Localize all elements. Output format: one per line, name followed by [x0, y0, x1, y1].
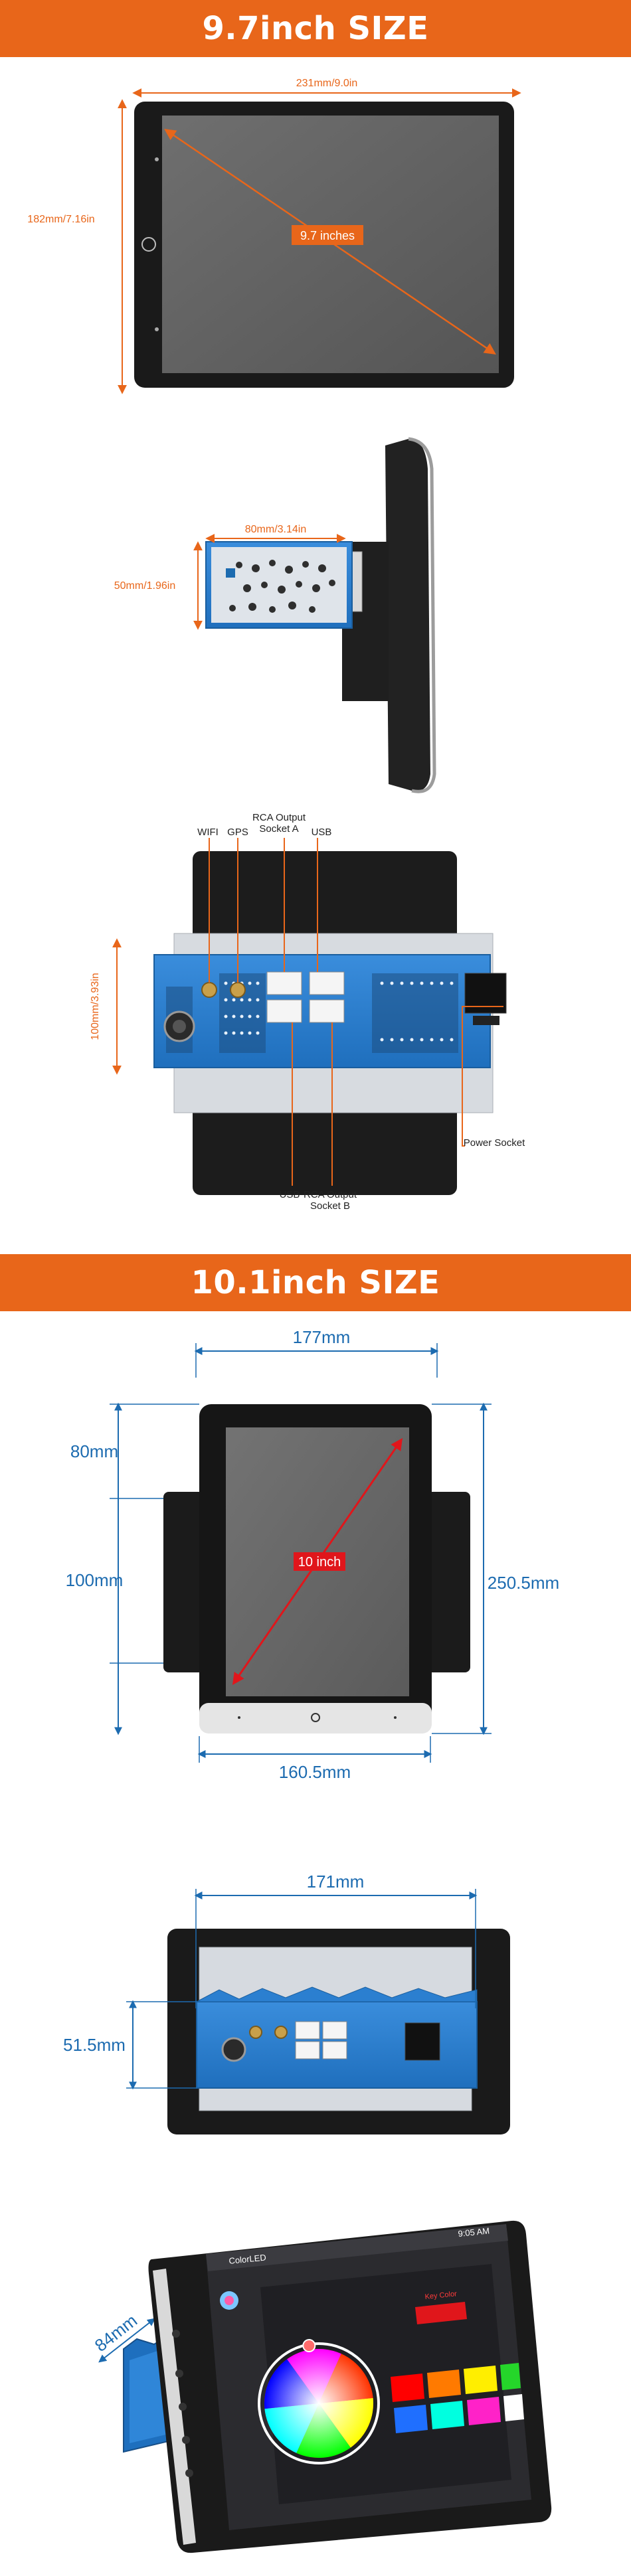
front-bezel-bottom — [199, 1703, 432, 1733]
grid-yellow[interactable] — [464, 2366, 497, 2394]
angled-left-strip — [153, 2269, 196, 2545]
usb-bottom-label: USB — [280, 1189, 300, 1200]
chassis-fins — [196, 1986, 478, 2002]
front-height-label: 182mm/7.16in — [27, 214, 94, 225]
grid-magenta[interactable] — [467, 2397, 501, 2425]
front-view-9-7: 231mm/9.0in 182mm/7.16in 9.7 inches — [27, 78, 521, 394]
usb-socket-bottom — [266, 999, 302, 1023]
diagonal-label-box-10-1 — [294, 1552, 345, 1571]
socket-10-1-a — [295, 2021, 320, 2040]
rca-b-label-line1: RCA Output — [304, 1189, 357, 1200]
antenna-connector-2 — [274, 2026, 288, 2039]
back-view-9-7: WIFI GPS RCA Output Socket A USB USB RCA… — [90, 812, 525, 1212]
total-height-label: 250.5mm — [488, 1573, 559, 1593]
wifi-antenna-connector — [201, 982, 217, 998]
side-connector — [226, 568, 235, 578]
antenna-connector-1 — [249, 2026, 262, 2039]
angled-vol-up-icon — [182, 2436, 190, 2444]
side-view-9-7: 80mm/3.14in 50mm/1.96in — [114, 437, 436, 793]
side-depth-label: 80mm/3.14in — [245, 524, 307, 535]
grid-cyan[interactable] — [430, 2401, 464, 2429]
grid-green[interactable] — [500, 2363, 521, 2390]
mic-icon — [155, 327, 159, 331]
status-time: 9:05 AM — [458, 2225, 490, 2239]
grid-white[interactable] — [503, 2394, 524, 2421]
diagonal-label-10-1: 10 inch — [298, 1555, 341, 1570]
side-height-label: 50mm/1.96in — [114, 580, 176, 592]
grid-red[interactable] — [391, 2374, 424, 2402]
power-callout-line — [462, 1006, 503, 1147]
rca-a-label-line2: Socket A — [259, 823, 298, 835]
angled-home-icon — [175, 2370, 183, 2377]
socket-10-1-c — [295, 2041, 320, 2059]
round-socket-10-1-icon — [221, 2037, 246, 2062]
side-screen-edge — [408, 437, 436, 793]
socket-10-1-d — [322, 2041, 347, 2059]
usb-round-socket-inner — [173, 1020, 186, 1033]
rca-b-label-line2: Socket B — [310, 1200, 350, 1212]
rca-socket-a — [266, 971, 302, 995]
app-logo-inner — [225, 2296, 234, 2305]
angled-view-10-1: 84mm ColorLED 9:05 AM — [91, 2220, 552, 2553]
section-title-9-7: 9.7inch SIZE — [0, 0, 631, 57]
back-vent-dots — [224, 981, 454, 1042]
back-view-10-1: 171mm 51.5mm — [63, 1872, 510, 2134]
bezel-dot-right — [394, 1716, 397, 1719]
back-vent-grid — [166, 973, 458, 1053]
usb-socket-top — [309, 971, 345, 995]
socket-10-1-b — [322, 2021, 347, 2040]
diagram-10-1: 177mm 10 inch 80mm 100mm 250.5mm — [63, 1327, 560, 2553]
gps-antenna-connector — [230, 982, 246, 998]
diagram-9-7: 231mm/9.0in 182mm/7.16in 9.7 inches — [27, 78, 525, 1212]
status-app-name: ColorLED — [228, 2252, 267, 2266]
grid-orange[interactable] — [427, 2370, 461, 2398]
diagonal-label-box — [292, 225, 363, 245]
wifi-label: WIFI — [197, 827, 219, 838]
sensor-icon — [155, 157, 159, 161]
diagonal-label: 9.7 inches — [300, 229, 355, 242]
power-socket-10-1 — [405, 2022, 440, 2061]
angled-back-icon — [179, 2403, 187, 2411]
wheel-knob[interactable] — [302, 2339, 316, 2353]
side-screen-body — [385, 438, 430, 791]
key-color-label: Key Color — [424, 2290, 458, 2301]
front-width-label: 231mm/9.0in — [296, 78, 358, 89]
wheel-white-center — [264, 2349, 373, 2458]
gps-label: GPS — [227, 827, 248, 838]
power-socket-clip — [473, 1016, 499, 1025]
angled-depth-line — [98, 2318, 155, 2363]
power-socket-label: Power Socket — [464, 1137, 525, 1149]
rca-a-label-line1: RCA Output — [252, 812, 306, 823]
top-width-label: 177mm — [293, 1327, 351, 1347]
usb-top-label: USB — [312, 827, 332, 838]
color-grid — [391, 2363, 524, 2433]
lower-height-label: 100mm — [66, 1570, 124, 1590]
right-bracket — [425, 1492, 470, 1672]
back-width-label-10-1: 171mm — [307, 1872, 365, 1892]
angled-status-bar — [206, 2224, 508, 2271]
section-10-1: 177mm 10 inch 80mm 100mm 250.5mm — [0, 1311, 631, 2576]
key-color-swatch — [415, 2302, 467, 2324]
section-title-10-1: 10.1inch SIZE — [0, 1254, 631, 1311]
back-height-label-10-1: 51.5mm — [63, 2035, 126, 2055]
front-view-10-1: 177mm 10 inch 80mm 100mm 250.5mm — [66, 1327, 560, 1782]
home-button-icon — [141, 237, 156, 252]
angled-vol-down-icon — [185, 2469, 193, 2477]
bottom-width-label: 160.5mm — [279, 1762, 351, 1782]
upper-height-label: 80mm — [70, 1441, 118, 1461]
home-button-icon-10-1 — [311, 1713, 320, 1722]
back-height-label: 100mm/3.93in — [90, 973, 101, 1040]
side-vent-holes — [229, 560, 335, 613]
color-wheel[interactable] — [253, 2334, 385, 2469]
rca-socket-b — [309, 999, 345, 1023]
section-9-7: 231mm/9.0in 182mm/7.16in 9.7 inches — [0, 57, 631, 1254]
left-bracket — [163, 1492, 209, 1672]
bezel-dot-left — [238, 1716, 240, 1719]
grid-blue[interactable] — [394, 2405, 428, 2433]
side-chassis-plate — [211, 547, 347, 623]
angled-power-icon — [172, 2330, 180, 2338]
